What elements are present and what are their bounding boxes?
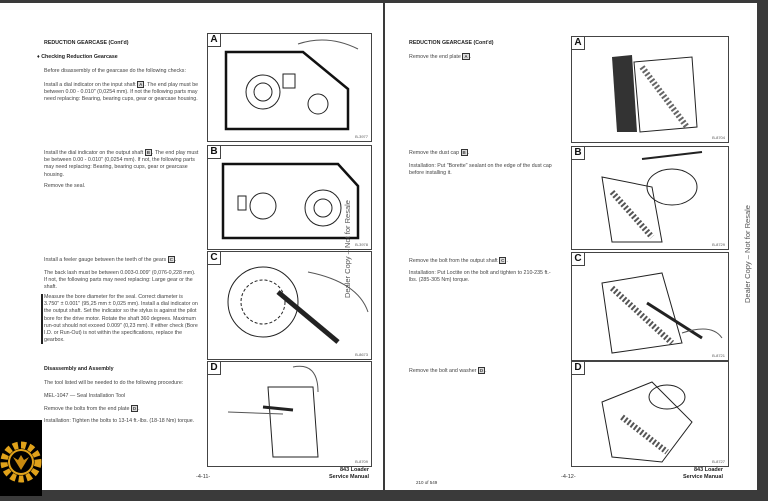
gear-logo xyxy=(0,420,42,496)
backlash-text: The back lash must be between 0.003-0.00… xyxy=(44,270,196,291)
tool-intro: The tool listed will be needed to do the… xyxy=(44,380,184,386)
step-a-text: Remove the end plate A. xyxy=(409,53,472,60)
installation-text: Installation: Tighten the bolts to 13-14… xyxy=(44,418,195,424)
gear-logo-icon xyxy=(0,441,42,483)
install-c-text: Installation: Put Loctite on the bolt an… xyxy=(409,270,551,284)
change-bar xyxy=(41,294,43,344)
step-c-text: Remove the bolt from the output shaft C. xyxy=(409,257,508,264)
step-b-text: Remove the dust cap B. xyxy=(409,149,470,156)
end-plate-removal-illustration xyxy=(612,55,698,133)
step-d-text: Remove the bolt and washer D. xyxy=(409,367,487,374)
watermark: Dealer Copy – Not for Resale xyxy=(743,205,752,303)
install-b-text: Installation: Put "Borette" sealant on t… xyxy=(409,163,552,177)
gearcase-output-shaft-illustration xyxy=(221,162,360,240)
page-count: 210 of 549 xyxy=(416,480,438,485)
right-page: REDUCTION GEARCASE (Cont'd) Remove the e… xyxy=(385,3,757,490)
dust-cap-removal-illustration xyxy=(601,151,703,243)
gearcase-input-shaft-illustration xyxy=(224,39,359,131)
page-number: -4-11- xyxy=(196,474,211,480)
intro-text: Before disassembly of the gearcase do th… xyxy=(44,68,186,74)
feeler-gauge-illustration xyxy=(227,266,369,344)
step-c-text: Install a feeler gauge between the teeth… xyxy=(44,256,177,263)
bore-text: Measure the bore diameter for the seal. … xyxy=(44,294,198,344)
disassembly-heading: Disassembly and Assembly xyxy=(44,366,114,372)
watermark: Dealer Copy – Not for Resale xyxy=(343,200,352,298)
output-shaft-bolt-illustration xyxy=(601,272,723,354)
step-b-text: Install the dial indicator on the output… xyxy=(44,149,199,178)
end-plate-bolts-illustration xyxy=(227,365,319,458)
step-d-text: Remove the bolts from the end plate D. xyxy=(44,405,140,412)
section-heading: REDUCTION GEARCASE (Cont'd) xyxy=(44,40,129,46)
tool-text: MEL-1047 — Seal Installation Tool xyxy=(44,393,126,399)
page-number: -4-12- xyxy=(561,474,576,480)
left-page: REDUCTION GEARCASE (Cont'd) ♦ Checking R… xyxy=(0,3,383,490)
subheading: ♦ Checking Reduction Gearcase xyxy=(37,54,118,60)
section-heading: REDUCTION GEARCASE (Cont'd) xyxy=(409,40,494,46)
bolt-washer-removal-illustration xyxy=(601,381,693,463)
remove-seal-text: Remove the seal. xyxy=(44,183,86,189)
step-a-text: Install a dial indicator on the input sh… xyxy=(44,81,199,103)
